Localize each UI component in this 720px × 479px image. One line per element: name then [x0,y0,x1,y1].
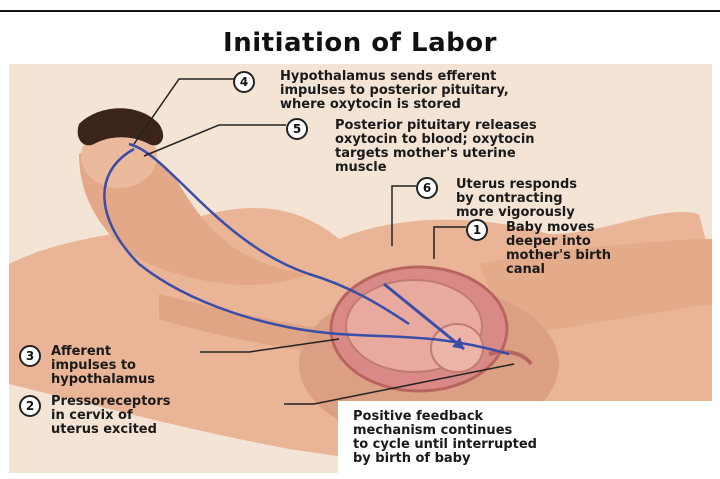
step-6-number: 6 [416,177,438,199]
feedback-note-box: Positive feedback mechanism continues to… [338,401,712,473]
step-5-number: 5 [286,118,308,140]
step-5-label: Posterior pituitary releases oxytocin to… [335,119,537,175]
step-2-number: 2 [19,395,41,417]
top-rule [0,10,720,12]
step-3-number: 3 [19,345,41,367]
step-3-label: Afferent impulses to hypothalamus [51,345,155,387]
leader-5 [144,125,286,156]
baby-head [431,324,483,372]
step-2-label: Pressoreceptors in cervix of uterus exci… [51,395,171,437]
step-1-number: 1 [466,219,488,241]
step-4-number: 4 [233,71,255,93]
feedback-note: Positive feedback mechanism continues to… [353,410,537,466]
step-4-label: Hypothalamus sends efferent impulses to … [280,70,509,112]
illustration-panel: 4 Hypothalamus sends efferent impulses t… [9,64,712,473]
diagram-title: Initiation of Labor [0,28,720,58]
step-6-label: Uterus responds by contracting more vigo… [456,178,577,220]
step-1-label: Baby moves deeper into mother's birth ca… [506,221,611,277]
